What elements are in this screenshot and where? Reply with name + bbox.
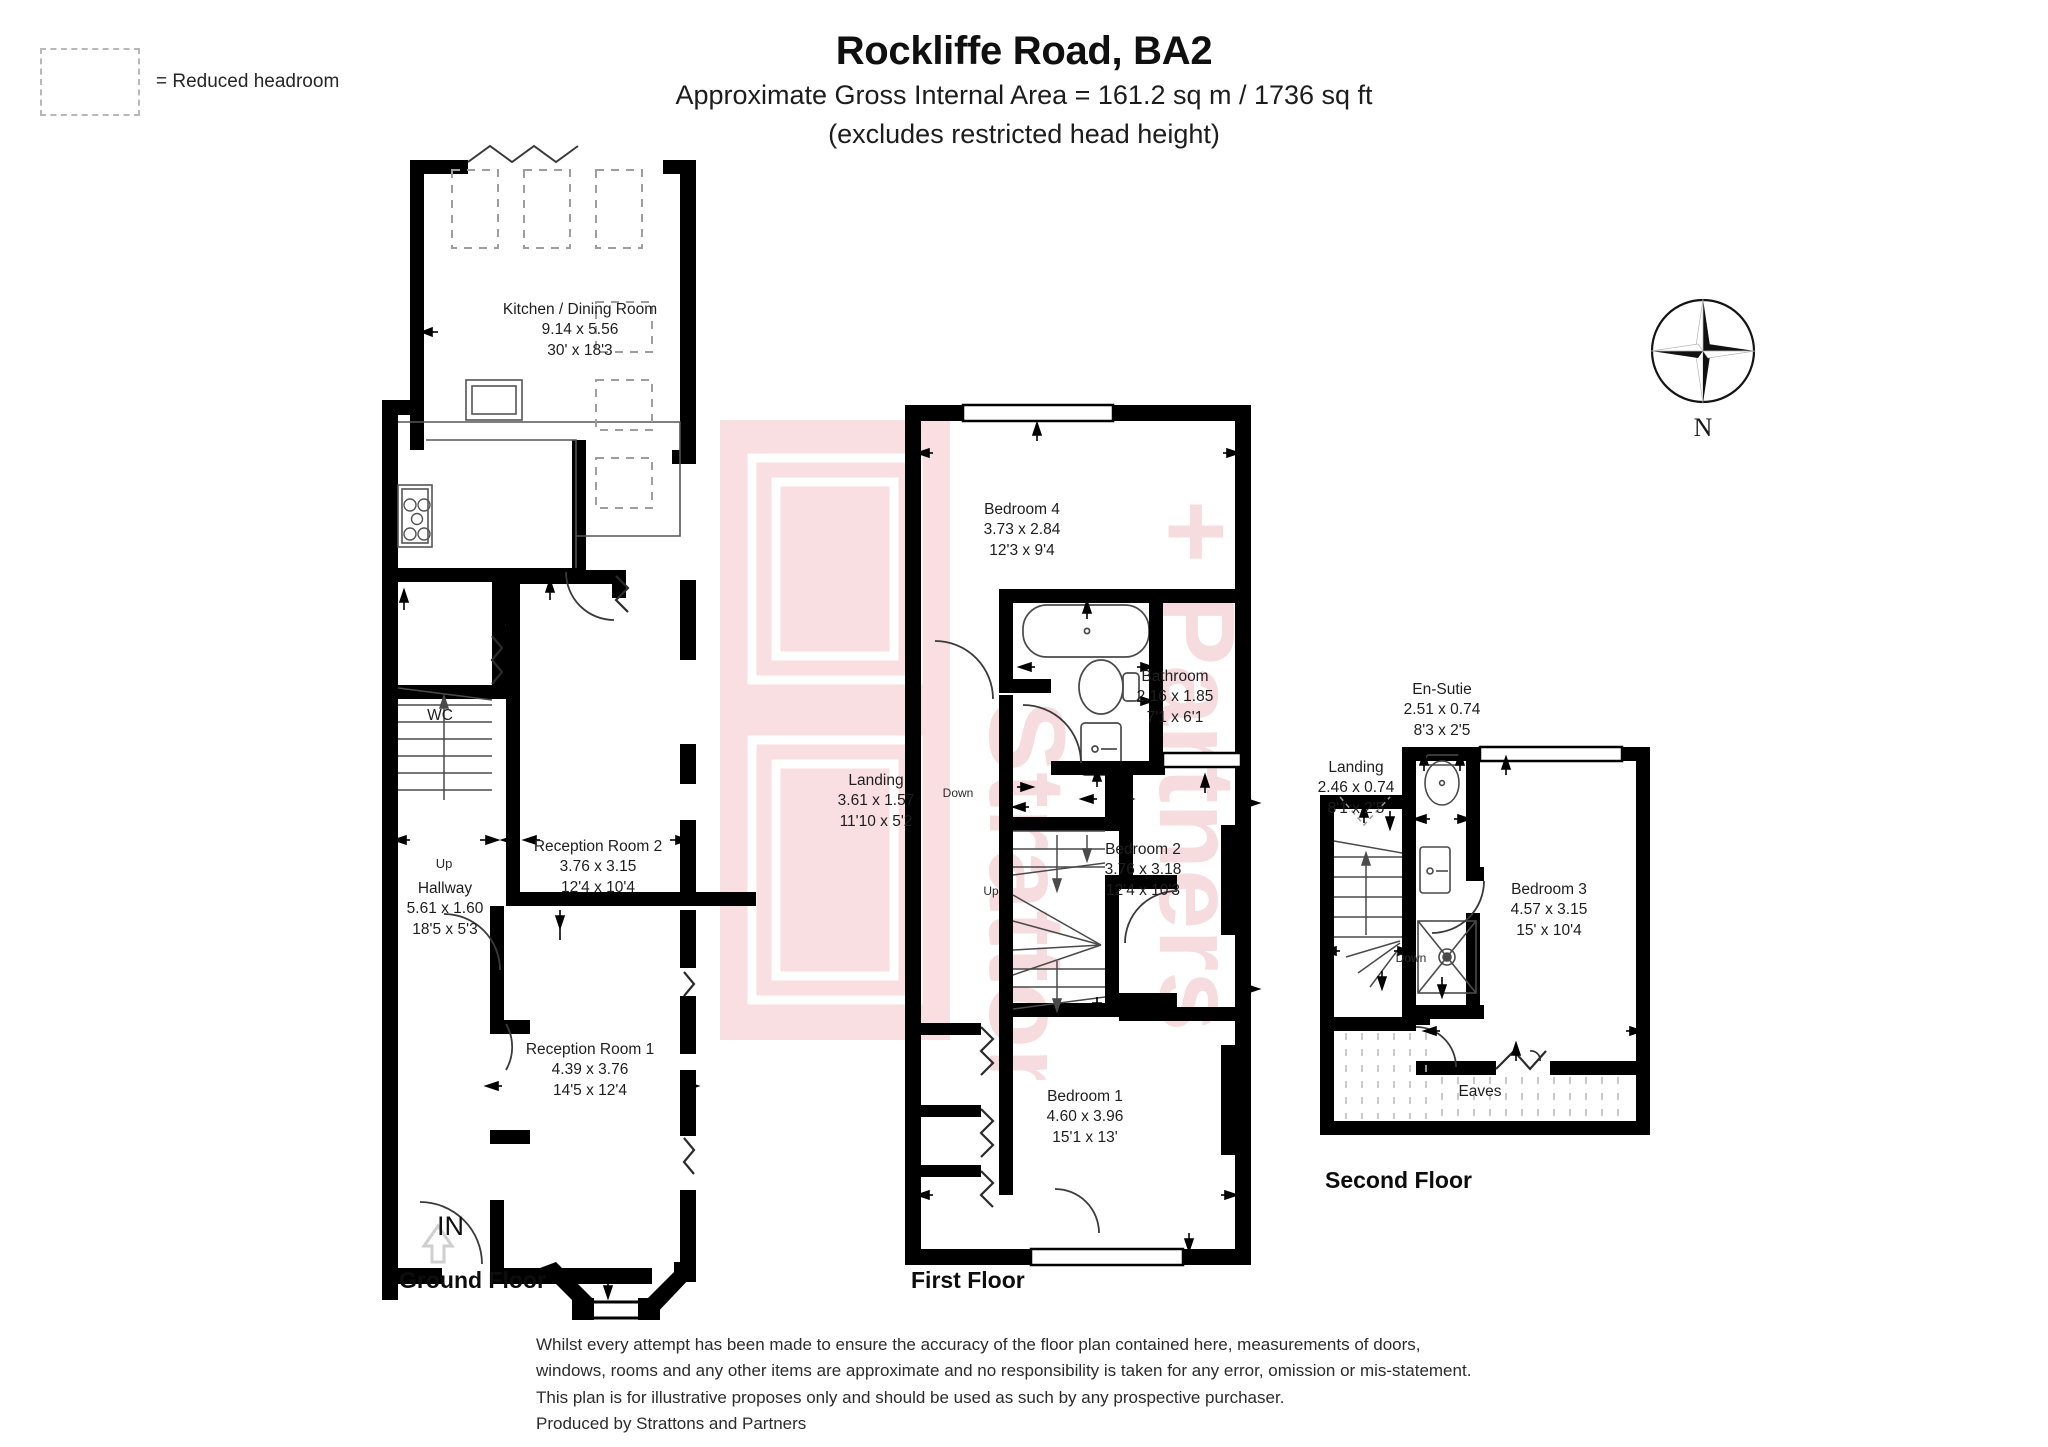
ground-floor-plan — [382, 144, 756, 1320]
room-label-en-suite: En-Sutie 2.51 x 0.74 8'3 x 2'5 — [1403, 681, 1481, 739]
entrance-in-label: IN — [437, 1211, 464, 1241]
disclaimer-line-3: This plan is for illustrative proposes o… — [536, 1387, 1285, 1407]
disclaimer: Whilst every attempt has been made to en… — [536, 1332, 1471, 1437]
floor-title-ground: Ground Floor — [399, 1267, 546, 1293]
legend: = Reduced headroom — [40, 48, 339, 116]
compass-north-label: N — [1693, 413, 1713, 442]
disclaimer-line-2: windows, rooms and any other items are a… — [536, 1361, 1472, 1381]
stair-direction-up-first: Up — [983, 884, 999, 898]
floor-title-first: First Floor — [911, 1267, 1025, 1293]
stair-direction-down-first: Down — [942, 786, 974, 800]
stair-direction-up-ground: Up — [435, 856, 453, 871]
room-label-landing-first: Landing 3.61 x 1.57 11'10 x 5'2 — [837, 772, 915, 830]
disclaimer-line-4: Produced by Strattons and Partners — [536, 1414, 807, 1434]
legend-label: = Reduced headroom — [156, 71, 340, 92]
ground-floor-walls — [382, 144, 756, 1320]
compass-icon — [1650, 298, 1756, 404]
second-floor-plan — [1320, 745, 1650, 1135]
reduced-headroom-swatch-icon — [40, 48, 140, 116]
floor-title-second: Second Floor — [1325, 1167, 1472, 1193]
head-height-note: (excludes restricted head height) — [828, 119, 1220, 150]
stair-direction-down-second: Down — [1395, 951, 1427, 965]
first-floor-plan — [905, 403, 1262, 1267]
compass-rose: N — [1638, 296, 1768, 443]
disclaimer-line-1: Whilst every attempt has been made to en… — [536, 1335, 1421, 1354]
